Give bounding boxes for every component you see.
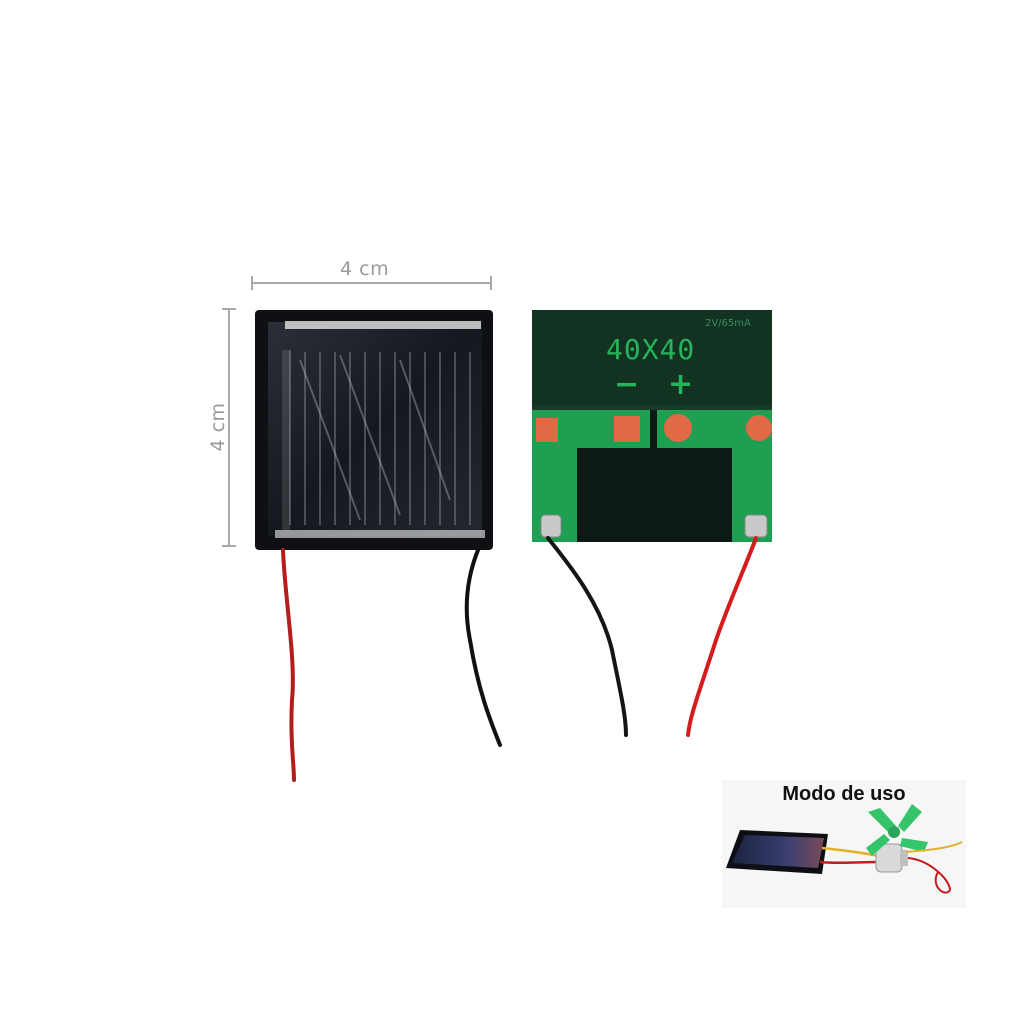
- back-black-wire: [546, 536, 628, 737]
- inset-usage-image: [722, 780, 966, 908]
- front-black-wire: [464, 548, 502, 747]
- solar-panel-back: [532, 310, 772, 542]
- back-red-wire: [686, 536, 758, 737]
- height-measure-line: [222, 308, 236, 547]
- solar-panel-front: [255, 310, 493, 550]
- inset-title: Modo de uso: [782, 783, 906, 805]
- pcb-small-print: 2V/65mA: [705, 318, 751, 329]
- pcb-minus-label: −: [614, 367, 640, 402]
- width-dimension-label: 4 cm: [340, 258, 390, 280]
- pcb-plus-label: +: [668, 367, 694, 402]
- height-dimension-label: 4 cm: [207, 402, 229, 452]
- width-measure-line: [251, 276, 492, 290]
- pcb-model-label: 40X40: [606, 333, 696, 366]
- front-red-wire: [281, 548, 296, 782]
